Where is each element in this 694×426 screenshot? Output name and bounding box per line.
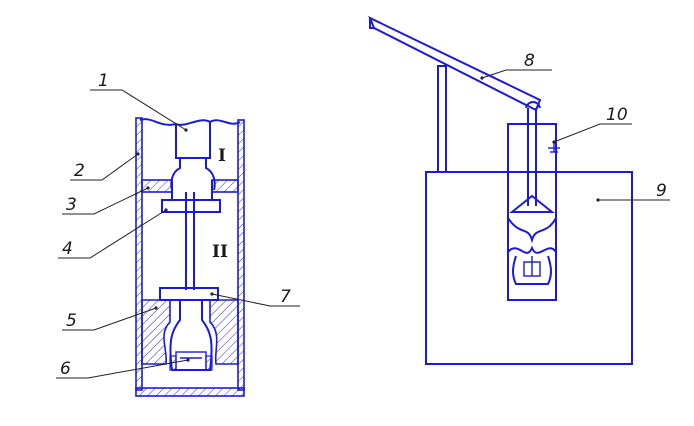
- pump-body: [507, 123, 557, 301]
- break-line-top: [139, 118, 241, 126]
- upper-seal: [141, 179, 239, 200]
- label-5: 5: [66, 311, 77, 331]
- lever: [368, 15, 542, 112]
- label-10: 10: [606, 105, 628, 125]
- bottom-cup: [169, 300, 213, 371]
- upper-valve-disk: [161, 199, 221, 213]
- leaders-right: [480, 69, 670, 202]
- label-2: 2: [74, 161, 85, 181]
- lower-valve-disk: [159, 287, 219, 301]
- label-6: 6: [60, 359, 71, 379]
- label-4: 4: [62, 239, 73, 259]
- left-assembly: [135, 117, 245, 397]
- label-9: 9: [656, 181, 667, 201]
- valve-rod: [185, 192, 195, 290]
- valve-mark: [548, 142, 560, 153]
- label-1: 1: [98, 71, 109, 91]
- zone-label-i: I: [218, 146, 226, 166]
- pump-rod: [525, 101, 541, 206]
- leaders-left: [56, 89, 300, 379]
- lower-seat: [141, 299, 239, 365]
- lever-support: [437, 65, 447, 173]
- label-8: 8: [524, 51, 535, 71]
- zone-label-ii: II: [212, 242, 228, 262]
- label-3: 3: [66, 195, 77, 215]
- label-7: 7: [280, 287, 291, 307]
- cylinder-walls: [135, 117, 245, 397]
- right-assembly: [368, 15, 633, 365]
- plunger: [170, 119, 216, 191]
